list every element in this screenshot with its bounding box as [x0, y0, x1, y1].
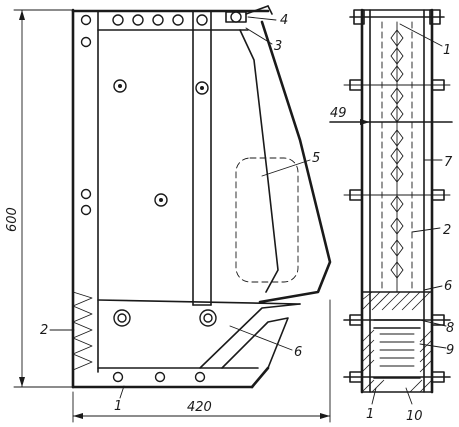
inspection-window: [235, 157, 299, 283]
chain-link: [390, 29, 404, 47]
bolt-center: [200, 86, 204, 90]
leader-10: [405, 387, 413, 405]
rivet: [196, 14, 208, 26]
dim-width-label: 420: [187, 400, 212, 415]
bolt-large-inner: [117, 313, 127, 323]
spring-bellows: [72, 291, 93, 371]
leader-6-left: [229, 325, 293, 351]
callout-10: 10: [406, 409, 423, 424]
callout-7: 7: [444, 155, 453, 170]
leader-1-right: [399, 23, 443, 47]
dim-arrow: [73, 413, 83, 419]
chain-link: [390, 165, 404, 183]
diagonal-brace-lower: [221, 317, 289, 369]
callout-2-right: 2: [443, 223, 451, 238]
rivet: [80, 188, 92, 200]
bottom-rail-nose: [250, 366, 270, 389]
leader-6-right: [423, 285, 443, 291]
bolt-center: [159, 198, 163, 202]
leader-3: [245, 27, 273, 45]
leader-1-bottom-right: [371, 387, 377, 405]
dim-height-label: 600: [5, 207, 20, 232]
side-view: 4 3 5 6 2 1 600 420: [5, 5, 332, 423]
top-latch-lever-tip: [267, 5, 273, 15]
section-label: 49: [330, 106, 347, 121]
callout-3: 3: [274, 39, 282, 54]
rivet: [80, 204, 92, 216]
leader-2-right: [411, 227, 441, 233]
rivet: [80, 36, 92, 48]
rivet: [112, 14, 124, 26]
chain-link: [390, 217, 404, 235]
rivet: [172, 14, 184, 26]
leader-1-bottom: [119, 385, 125, 399]
dim-arrow: [19, 10, 25, 20]
leader-8: [419, 319, 447, 327]
dim-arrow: [19, 377, 25, 387]
chain-link: [390, 129, 404, 147]
rivet: [112, 371, 124, 383]
rivet: [80, 14, 92, 26]
clamp-hatching: [361, 291, 433, 393]
top-latch-lever: [245, 5, 269, 15]
diagonal-brace-upper: [199, 303, 301, 369]
callout-6-right: 6: [444, 279, 452, 294]
callout-8: 8: [446, 321, 454, 336]
rivet: [132, 14, 144, 26]
callout-6-left: 6: [294, 345, 302, 360]
callout-2-left: 2: [40, 323, 48, 338]
callout-1-right: 1: [443, 43, 451, 58]
leader-4: [247, 16, 277, 21]
diamond-chain: [390, 29, 404, 279]
chain-link: [390, 195, 404, 213]
chain-link: [390, 147, 404, 165]
front-view: 49: [329, 8, 454, 424]
bolt-center: [118, 84, 122, 88]
callout-9: 9: [446, 343, 454, 358]
callout-1-bottom-left: 1: [114, 399, 122, 414]
callout-4: 4: [280, 13, 288, 28]
callout-5: 5: [312, 151, 320, 166]
rivet: [152, 14, 164, 26]
bolt-large-inner: [203, 313, 213, 323]
rivet: [230, 11, 242, 23]
callout-1-bottom-right: 1: [366, 407, 374, 422]
leader-5: [261, 159, 311, 177]
front-slope-inner: [239, 29, 279, 293]
section-arrow: [360, 119, 370, 125]
chain-link: [390, 87, 404, 105]
rivet: [154, 371, 166, 383]
chain-link: [390, 239, 404, 257]
leader-9: [419, 343, 447, 349]
rivet: [194, 371, 206, 383]
front-slope-outer: [258, 20, 332, 304]
chain-link: [390, 261, 404, 279]
chain-link: [390, 47, 404, 65]
chain-link: [390, 65, 404, 83]
dim-arrow: [320, 413, 330, 419]
lower-rail: [97, 299, 301, 305]
